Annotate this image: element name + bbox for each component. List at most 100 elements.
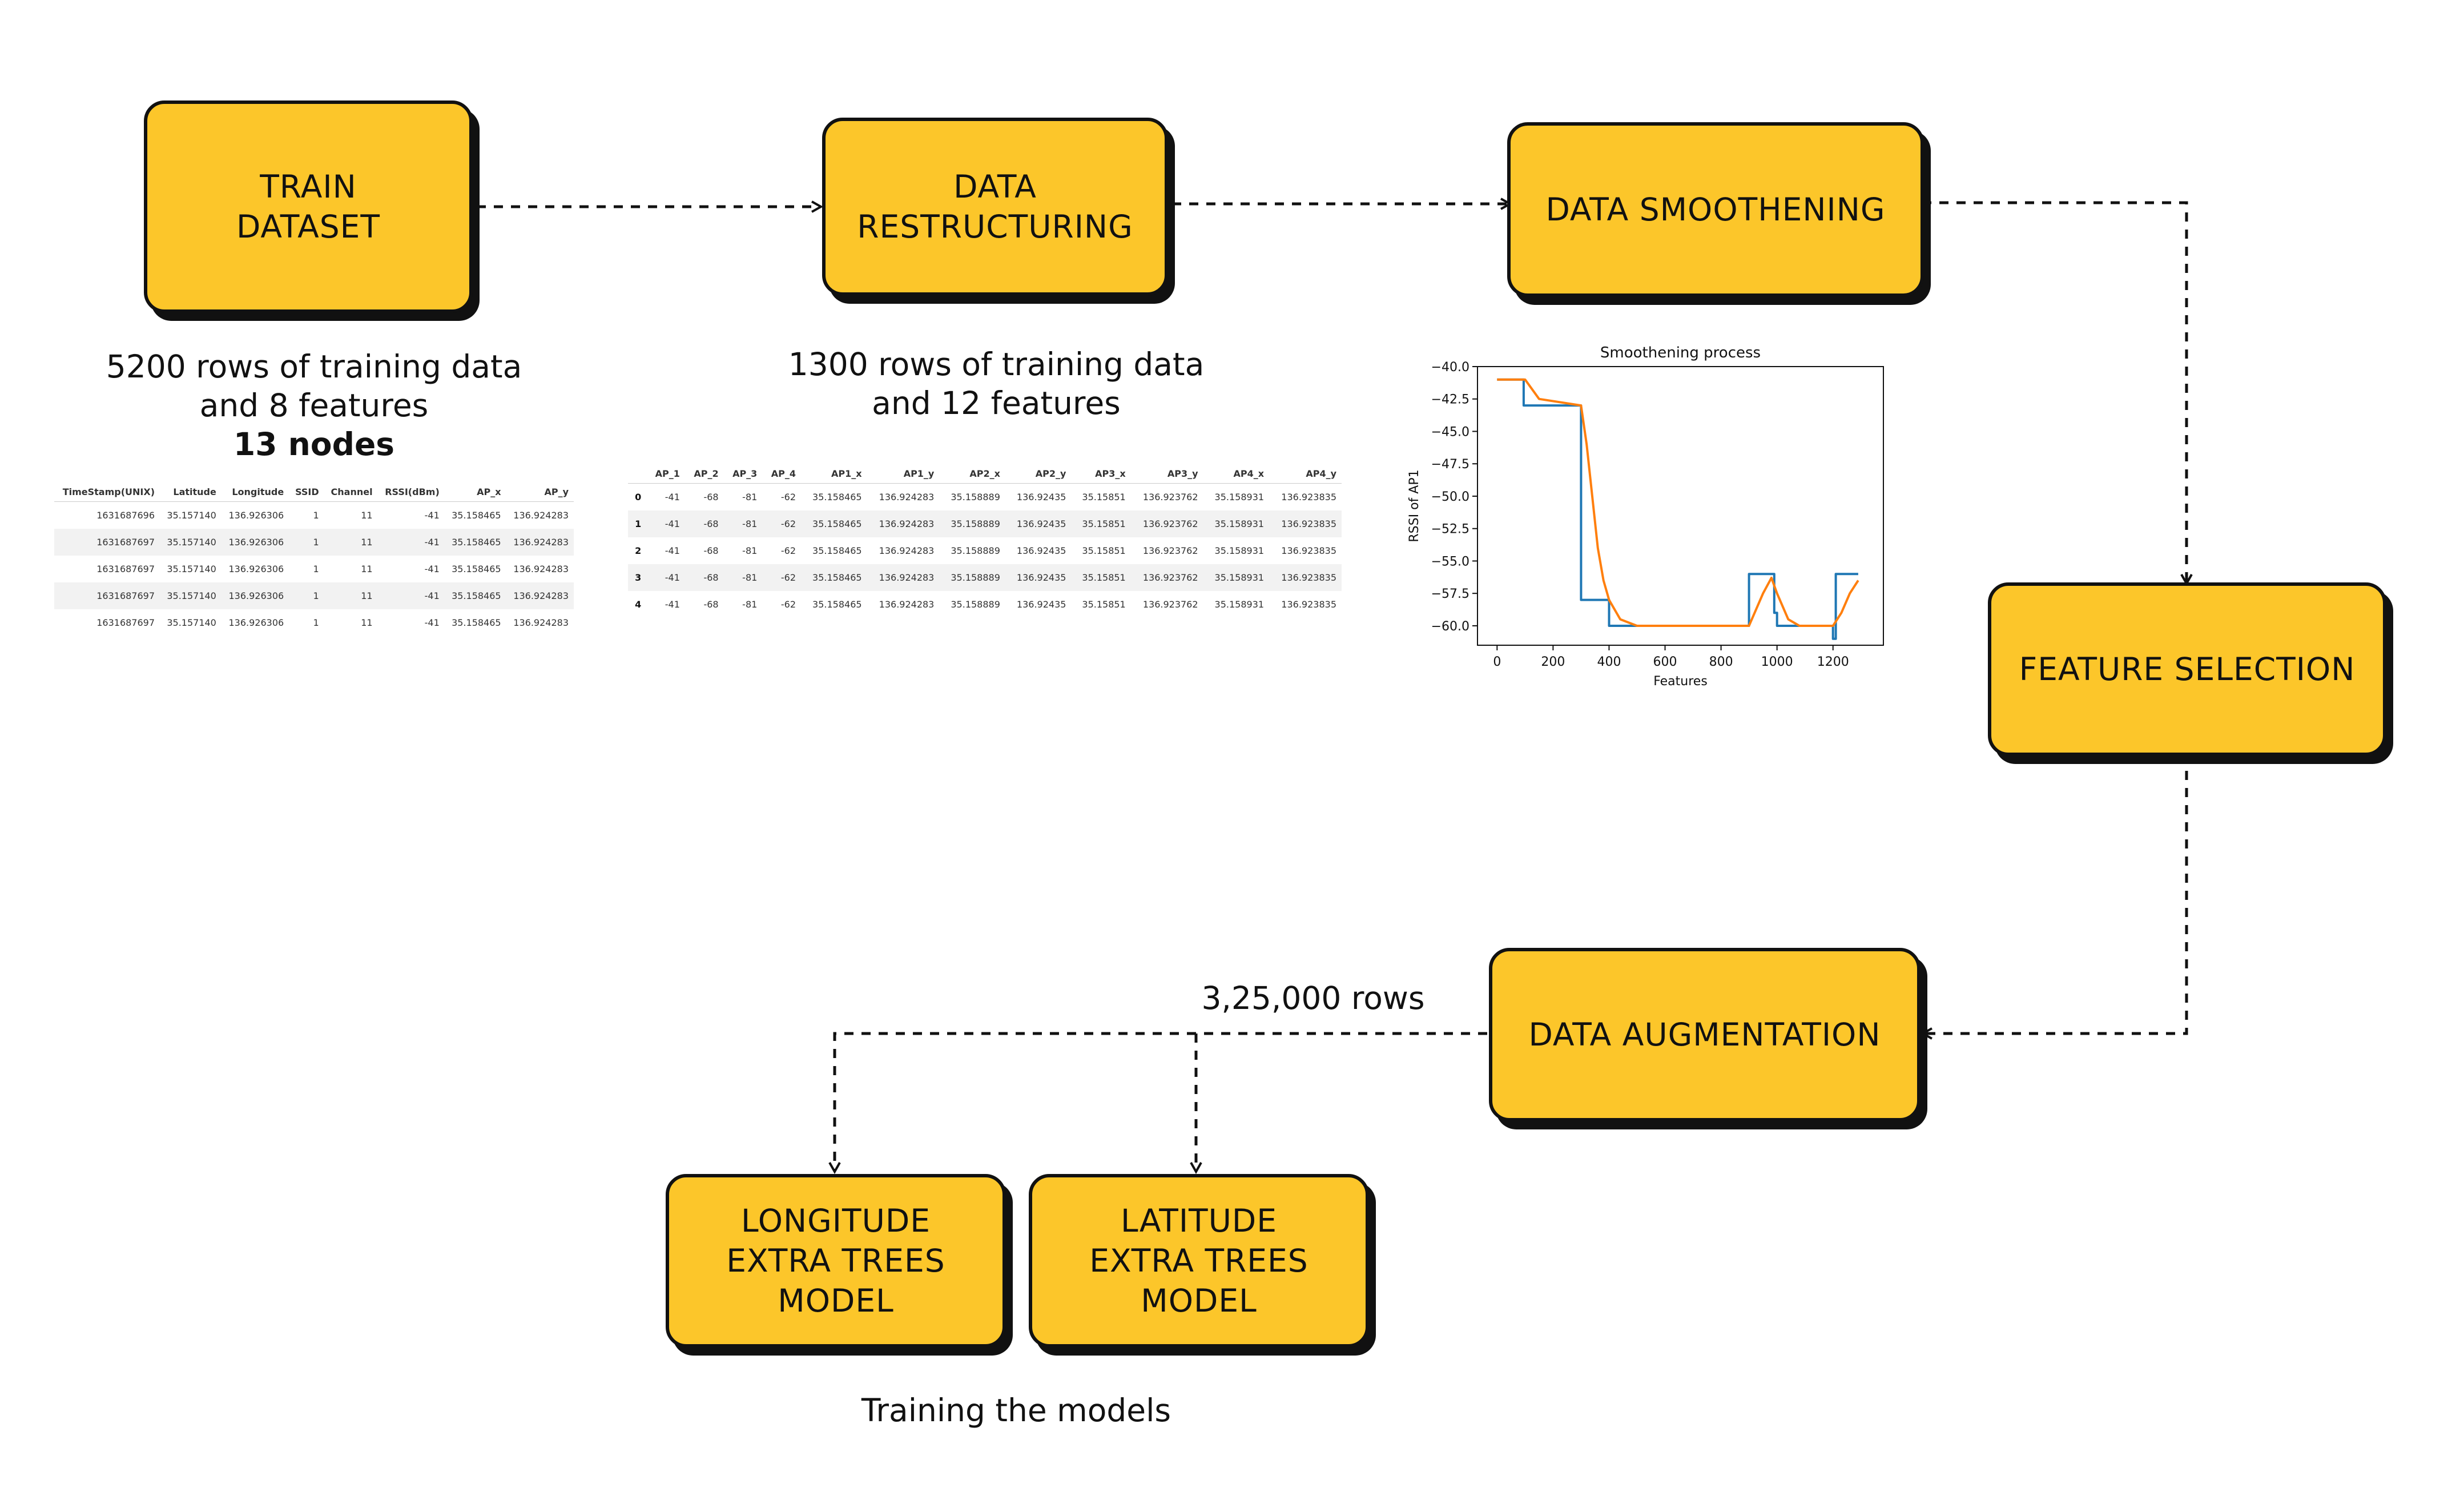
table-cell: 11	[324, 582, 378, 609]
y-tick-label: −40.0	[1431, 360, 1469, 375]
table-cell: -81	[723, 510, 763, 537]
column-header: AP3_y	[1130, 464, 1203, 484]
arrow-smoothening-to-feature-selection	[1905, 201, 2187, 584]
table-cell: -62	[780, 492, 796, 502]
feature-selection-box: FEATURE SELECTION	[1988, 582, 2386, 756]
x-tick-label: 0	[1493, 655, 1501, 669]
table-cell: 35.158931	[1203, 564, 1270, 591]
table-cell: 136.926306	[228, 564, 284, 574]
table-cell: -41	[424, 564, 440, 574]
table-cell: 35.158931	[1214, 545, 1265, 556]
table-cell: 35.158931	[1214, 492, 1265, 502]
table-cell: 1	[628, 510, 647, 537]
table-cell: -62	[762, 510, 802, 537]
table-cell: 35.15851	[1082, 599, 1126, 610]
column-header: RSSI(dBm)	[377, 482, 445, 502]
table-cell: 136.924283	[513, 510, 569, 521]
table-cell: 35.158889	[951, 545, 1000, 556]
table-cell: 136.923835	[1281, 599, 1336, 610]
table-cell: 136.923762	[1142, 545, 1198, 556]
table-cell: 35.158465	[812, 599, 862, 610]
table-cell: 35.157140	[167, 617, 216, 628]
table-cell: -68	[703, 492, 719, 502]
table-cell: -62	[780, 545, 796, 556]
table-cell: 136.92435	[1005, 564, 1072, 591]
table-cell: -41	[665, 599, 680, 610]
y-axis-label: RSSI of AP1	[1407, 469, 1422, 542]
longitude-model-box: LONGITUDE EXTRA TREES MODEL	[666, 1174, 1006, 1348]
table-cell: 136.924283	[867, 564, 940, 591]
x-tick-label: 600	[1653, 655, 1677, 669]
y-tick-label: −57.5	[1431, 587, 1469, 601]
table-cell: 1	[313, 510, 319, 521]
table-cell: -81	[742, 492, 758, 502]
y-tick-label: −47.5	[1431, 457, 1469, 472]
x-tick-label: 800	[1709, 655, 1733, 669]
table-cell: -68	[685, 564, 724, 591]
data-smoothening-box: DATA SMOOTHENING	[1507, 122, 1924, 297]
table-cell: 136.924283	[879, 492, 935, 502]
training-models-caption: Training the models	[861, 1392, 1171, 1429]
table-cell: -68	[685, 510, 724, 537]
train-dataset-caption: 5200 rows of training data and 8 feature…	[91, 347, 537, 464]
table-cell: 136.924283	[879, 545, 935, 556]
table-cell: 35.158889	[939, 564, 1005, 591]
y-tick-label: −60.0	[1431, 620, 1469, 634]
data-augmentation-box: DATA AUGMENTATION	[1489, 948, 1921, 1121]
table-cell: 2	[635, 545, 642, 556]
table-cell: 11	[361, 564, 373, 574]
table-cell: 35.158465	[444, 529, 506, 556]
x-tick-label: 200	[1541, 655, 1565, 669]
table-cell: 0	[635, 492, 642, 502]
table-cell: -41	[424, 617, 440, 628]
table-cell: 35.158465	[801, 564, 867, 591]
table-cell: 1631687697	[54, 582, 160, 609]
column-header: AP3_x	[1071, 464, 1131, 484]
table-cell: 11	[361, 617, 373, 628]
train-caption-line1: 5200 rows of training data	[106, 348, 522, 385]
chart-title: Smoothening process	[1600, 344, 1761, 361]
column-header: SSID	[289, 482, 324, 502]
column-header: AP_x	[444, 482, 506, 502]
column-header: TimeStamp(UNIX)	[54, 482, 160, 502]
train-dataset-box: TRAIN DATASET	[144, 100, 473, 313]
y-tick-label: −50.0	[1431, 490, 1469, 504]
table-cell: -41	[377, 582, 445, 609]
table-cell: 4	[635, 599, 642, 610]
restructuring-caption-line2: and 12 features	[872, 385, 1121, 421]
table-cell: 35.15851	[1082, 492, 1126, 502]
table-cell: -41	[646, 564, 685, 591]
table-cell: 35.15851	[1082, 545, 1126, 556]
y-tick-label: −55.0	[1431, 554, 1469, 569]
table-cell: 136.924283	[506, 529, 574, 556]
table-cell: 35.157140	[160, 582, 222, 609]
train-caption-line3: 13 nodes	[91, 425, 537, 464]
table-cell: 136.926306	[228, 510, 284, 521]
column-header: Channel	[324, 482, 378, 502]
table-cell: 1	[289, 529, 324, 556]
table-cell: -62	[762, 564, 802, 591]
column-header: AP1_x	[801, 464, 867, 484]
table-cell: 1	[313, 564, 319, 574]
table-cell: 35.158465	[801, 510, 867, 537]
column-header: Latitude	[160, 482, 222, 502]
table-cell: 35.158465	[452, 510, 501, 521]
y-tick-label: −42.5	[1431, 393, 1469, 407]
table-cell: 136.924283	[513, 564, 569, 574]
table-cell: 1631687697	[96, 617, 155, 628]
table-cell: -81	[742, 545, 758, 556]
x-axis-label: Features	[1653, 674, 1708, 689]
table-cell: 136.923835	[1281, 545, 1336, 556]
table-cell: 35.158889	[951, 599, 1000, 610]
table-cell: 136.924283	[506, 582, 574, 609]
table-cell: -41	[665, 492, 680, 502]
table-cell: 136.92435	[1005, 510, 1072, 537]
arrow-augmentation-to-models	[835, 1032, 1487, 1172]
